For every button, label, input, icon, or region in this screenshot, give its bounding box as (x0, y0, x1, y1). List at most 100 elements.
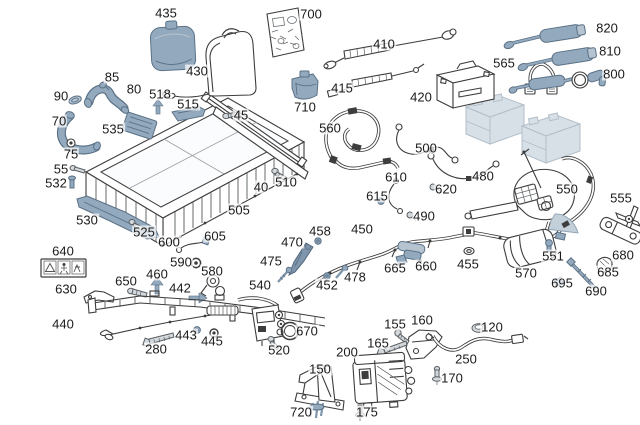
part-label-443[interactable]: 443 (174, 327, 198, 343)
part-label-590[interactable]: 590 (169, 254, 193, 270)
part-label-445[interactable]: 445 (200, 333, 224, 349)
part-label-532[interactable]: 532 (44, 175, 68, 191)
part-label-520[interactable]: 520 (267, 342, 291, 358)
part-label-452[interactable]: 452 (315, 277, 339, 293)
part-label-440[interactable]: 440 (51, 316, 75, 332)
part-label-665[interactable]: 665 (383, 260, 407, 276)
part-label-40[interactable]: 40 (252, 179, 270, 195)
part-label-560[interactable]: 560 (318, 120, 342, 136)
part-label-442[interactable]: 442 (168, 280, 192, 296)
part-label-450[interactable]: 450 (350, 221, 374, 237)
part-label-200[interactable]: 200 (335, 344, 359, 360)
part-label-680[interactable]: 680 (611, 247, 635, 263)
part-label-415[interactable]: 415 (330, 80, 354, 96)
part-label-500[interactable]: 500 (414, 140, 438, 156)
part-label-685[interactable]: 685 (596, 264, 620, 280)
part-label-120[interactable]: 120 (480, 319, 504, 335)
part-label-430[interactable]: 430 (185, 63, 209, 79)
part-label-90[interactable]: 90 (52, 88, 70, 104)
part-label-470[interactable]: 470 (280, 234, 304, 250)
part-graphic-458[interactable] (314, 237, 322, 245)
part-label-165[interactable]: 165 (366, 335, 390, 351)
part-graphic-55[interactable] (69, 165, 86, 174)
part-graphic-420[interactable] (435, 60, 496, 109)
part-graphic-475[interactable] (277, 266, 293, 283)
part-label-620[interactable]: 620 (434, 181, 458, 197)
part-graphic-80[interactable] (83, 84, 130, 115)
part-graphic-435[interactable] (149, 20, 197, 72)
part-label-160[interactable]: 160 (410, 312, 434, 328)
part-label-820[interactable]: 820 (595, 20, 619, 36)
part-label-505[interactable]: 505 (227, 202, 251, 218)
part-label-810[interactable]: 810 (598, 43, 622, 59)
part-label-695[interactable]: 695 (550, 275, 574, 291)
part-graphic-555[interactable] (615, 205, 640, 232)
part-label-175[interactable]: 175 (355, 404, 379, 420)
part-label-510[interactable]: 510 (274, 174, 298, 190)
part-graphic-710[interactable] (291, 70, 319, 100)
part-graphic-250[interactable] (427, 332, 529, 352)
hv-junction-block[interactable] (251, 304, 286, 346)
part-label-478[interactable]: 478 (343, 269, 367, 285)
part-label-55[interactable]: 55 (52, 161, 70, 177)
part-label-551[interactable]: 551 (541, 248, 565, 264)
part-label-600[interactable]: 600 (157, 234, 181, 250)
part-label-650[interactable]: 650 (114, 273, 138, 289)
part-label-535[interactable]: 535 (101, 121, 125, 137)
part-graphic-560[interactable] (324, 107, 400, 171)
part-graphic-700[interactable] (266, 7, 305, 58)
part-label-660[interactable]: 660 (414, 258, 438, 274)
part-label-540[interactable]: 540 (248, 277, 272, 293)
part-label-460[interactable]: 460 (145, 266, 169, 282)
part-label-615[interactable]: 615 (365, 188, 389, 204)
part-label-555[interactable]: 555 (609, 190, 633, 206)
part-label-80[interactable]: 80 (125, 81, 143, 97)
part-label-525[interactable]: 525 (132, 224, 156, 240)
part-label-250[interactable]: 250 (454, 351, 478, 367)
part-graphic-535[interactable] (121, 111, 158, 140)
part-graphic-680[interactable] (598, 216, 640, 246)
part-label-155[interactable]: 155 (383, 316, 407, 332)
part-graphic-200[interactable] (352, 351, 416, 410)
part-label-85[interactable]: 85 (103, 69, 121, 85)
part-label-580[interactable]: 580 (200, 263, 224, 279)
part-graphic-540[interactable] (206, 296, 280, 316)
part-label-630[interactable]: 630 (54, 281, 78, 297)
part-label-410[interactable]: 410 (372, 36, 396, 52)
part-label-490[interactable]: 490 (412, 208, 436, 224)
part-label-570[interactable]: 570 (514, 265, 538, 281)
part-graphic-640[interactable] (40, 258, 87, 278)
part-label-475[interactable]: 475 (259, 253, 283, 269)
part-graphic-532[interactable] (68, 175, 76, 189)
part-graphic-75[interactable] (66, 138, 76, 148)
part-graphic-455[interactable] (463, 246, 475, 256)
part-label-458[interactable]: 458 (308, 223, 332, 239)
part-graphic-650[interactable] (127, 287, 148, 298)
part-graphic-85[interactable] (99, 81, 110, 91)
part-label-640[interactable]: 640 (51, 243, 75, 259)
part-graphic-440[interactable] (87, 290, 326, 341)
part-graphic-170[interactable] (431, 365, 443, 385)
part-graphic-470[interactable] (288, 242, 314, 277)
part-label-550[interactable]: 550 (555, 181, 579, 197)
part-label-565[interactable]: 565 (492, 55, 516, 71)
part-label-75[interactable]: 75 (62, 146, 80, 162)
part-graphic-800[interactable] (508, 69, 608, 94)
part-label-610[interactable]: 610 (384, 169, 408, 185)
part-label-710[interactable]: 710 (293, 99, 317, 115)
part-label-690[interactable]: 690 (584, 283, 608, 299)
part-label-518[interactable]: 518 (148, 86, 172, 102)
part-label-515[interactable]: 515 (176, 96, 200, 112)
part-label-150[interactable]: 150 (308, 361, 332, 377)
part-label-480[interactable]: 480 (471, 168, 495, 184)
part-label-800[interactable]: 800 (602, 66, 626, 82)
part-label-605[interactable]: 605 (203, 228, 227, 244)
part-label-70[interactable]: 70 (50, 113, 68, 129)
part-label-45[interactable]: 45 (232, 107, 250, 123)
part-label-455[interactable]: 455 (456, 256, 480, 272)
part-graphic-810[interactable] (517, 47, 597, 72)
part-label-435[interactable]: 435 (154, 5, 178, 21)
part-graphic-820[interactable] (503, 24, 586, 50)
part-label-670[interactable]: 670 (295, 323, 319, 339)
part-label-720[interactable]: 720 (289, 404, 313, 420)
